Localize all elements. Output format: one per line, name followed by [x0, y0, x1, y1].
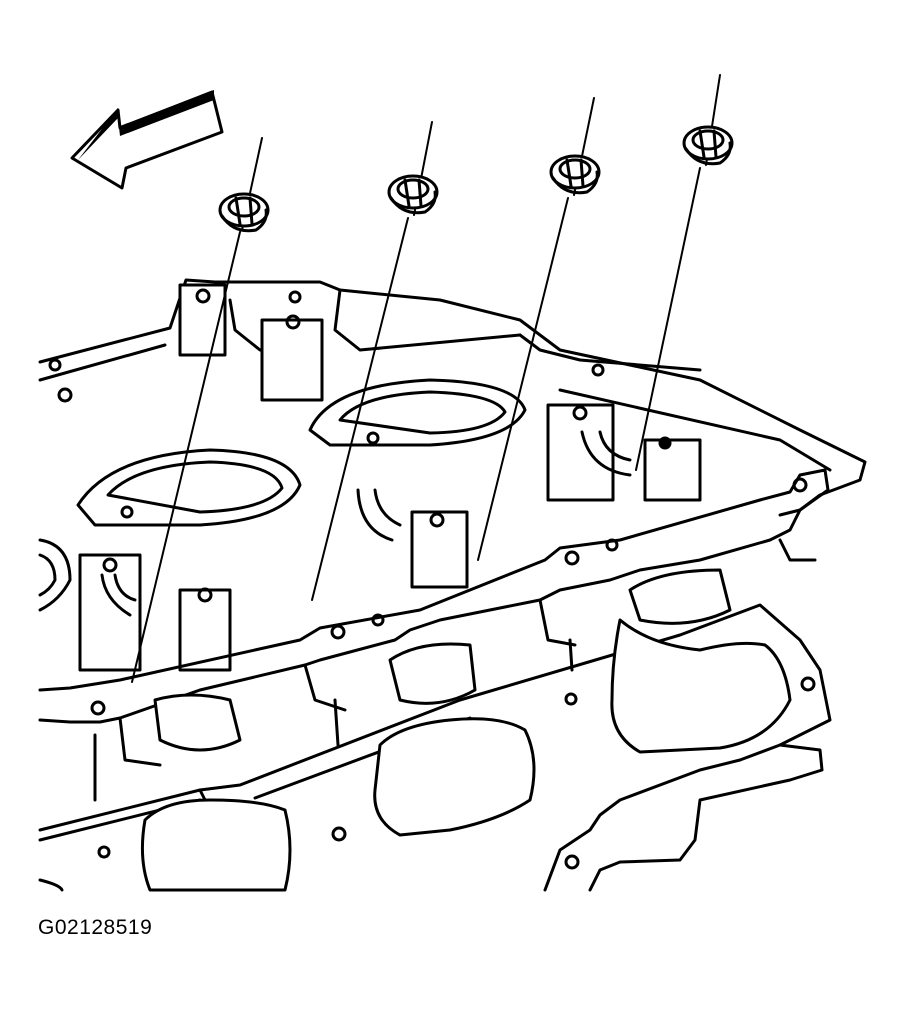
intake-ports: [38, 603, 832, 892]
cylinder-head-outline: [38, 278, 867, 672]
front-direction-arrow-icon: [70, 90, 224, 190]
intake-flange: [38, 468, 830, 802]
valve-stem-seal-icon: [218, 125, 734, 233]
leader-lines: [131, 74, 721, 683]
figure-id-label: G02128519: [38, 916, 153, 939]
